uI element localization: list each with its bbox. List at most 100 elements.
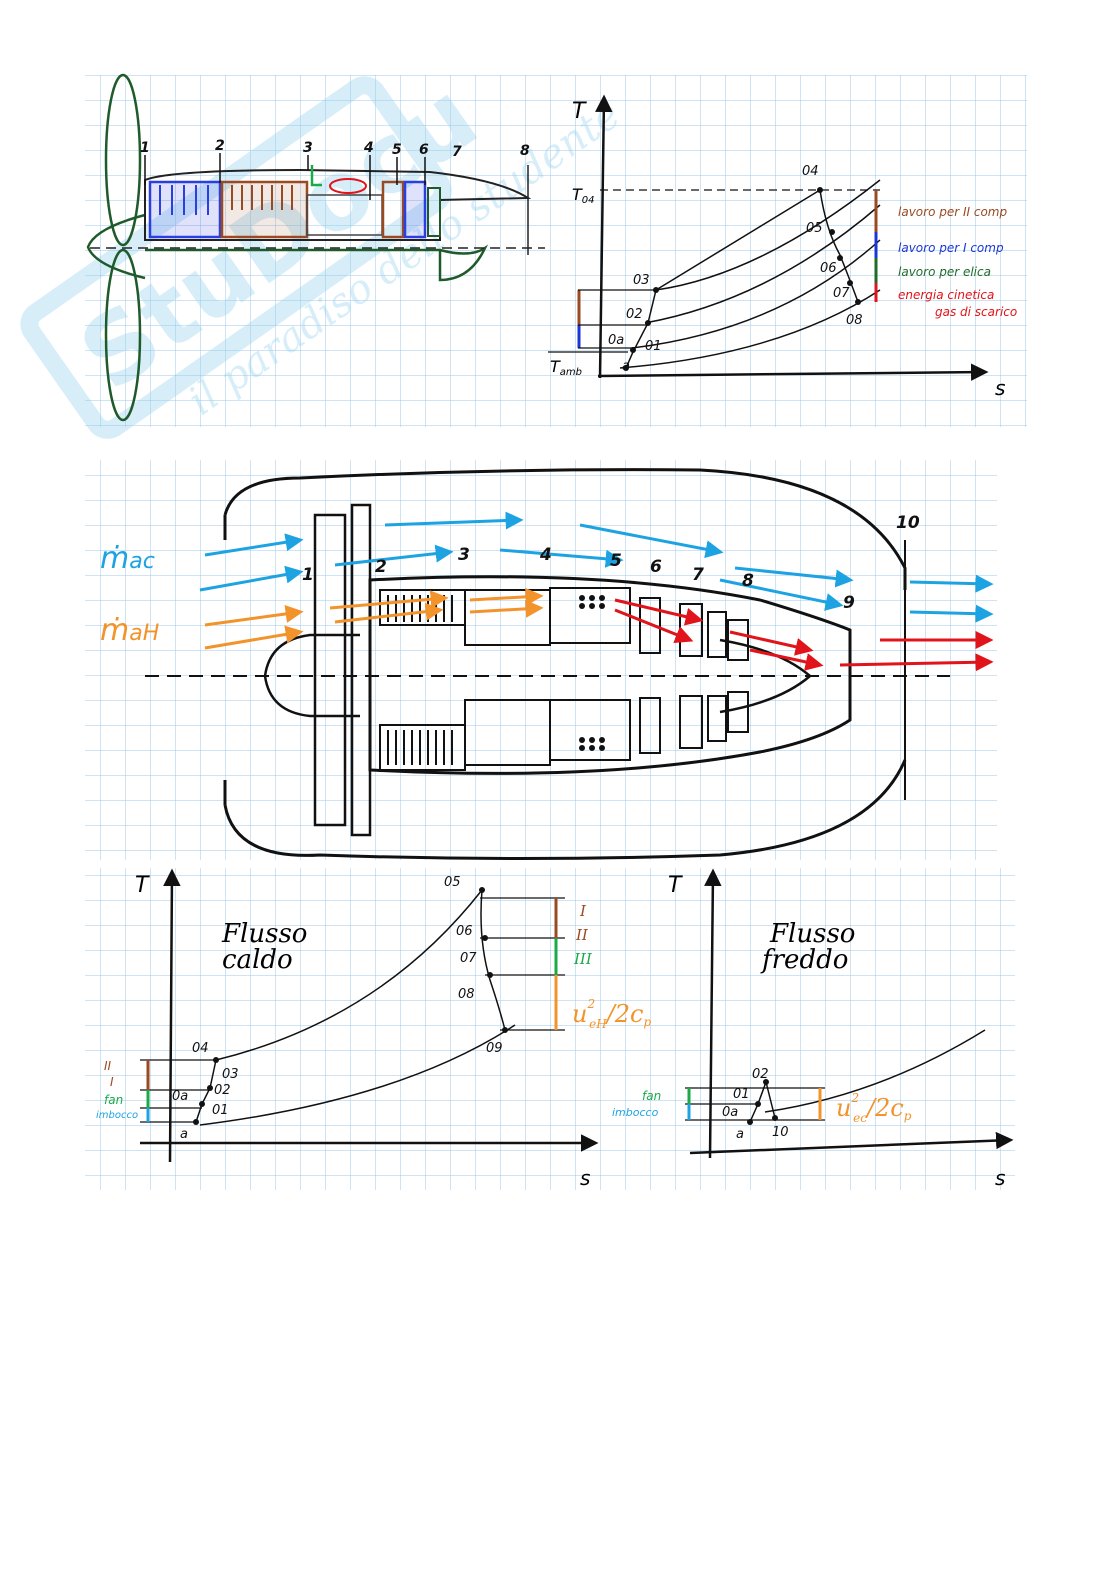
hot-pt-09: 09	[486, 1041, 503, 1056]
t04-label: T04	[572, 185, 595, 206]
tf-station-7: 7	[692, 565, 704, 585]
tf-turbine-3	[707, 611, 727, 658]
hot-compression	[195, 1059, 217, 1123]
ts-hot-y-axis	[163, 868, 181, 1163]
legend-lavoro-II: lavoro per II comp	[898, 205, 1007, 219]
ts-hot-x-label: s	[580, 1166, 590, 1190]
hot-arrow-core-4	[469, 599, 544, 618]
isobar-high	[655, 179, 881, 291]
cold-arrow-bypass-1	[384, 511, 524, 530]
tf-station-1: 1	[302, 565, 314, 585]
turbofan-diagram: ṁac ṁaH 1 2 3 4 5 6 7 8 9 10	[100, 468, 994, 860]
hot-pt-0a: 0a	[172, 1089, 188, 1104]
ts-tp-pt-02: 02	[626, 307, 643, 322]
hot-isobar-low	[199, 1024, 516, 1126]
ts-tp-pt-01: 01	[645, 339, 662, 354]
core-cowl	[368, 575, 852, 775]
cold-arrow-exit-2	[909, 604, 994, 623]
propeller-blade-lower	[104, 248, 142, 422]
cold-arrow-bypass-3	[334, 544, 454, 567]
ts-tp-y-label: T	[572, 99, 587, 124]
cold-left-imbocco: imbocco	[612, 1106, 659, 1119]
hot-arrow-core-2	[334, 602, 444, 624]
turbine-power	[427, 187, 441, 237]
ts-tp-pt-03: 03	[633, 273, 650, 288]
hot-left-II: II	[104, 1059, 112, 1073]
cold-pt-a: a	[736, 1127, 744, 1142]
tf-turbine-8	[727, 691, 749, 733]
tf-station-3: 3	[458, 545, 470, 565]
legend-lavoro-I: lavoro per I comp	[898, 241, 1004, 255]
cold-arrow-bypass-2	[579, 523, 724, 559]
turbine-low	[403, 180, 427, 239]
legend-elica: lavoro per elica	[898, 265, 991, 279]
hot-pt-04: 04	[192, 1041, 209, 1056]
ts-cold-title-2: freddo	[760, 945, 848, 975]
hot-bar-I-label: I	[579, 902, 587, 920]
ts-hot-title-1: Flusso	[221, 919, 307, 949]
tf-station-8: 8	[742, 571, 754, 591]
isobar-amb	[619, 289, 881, 369]
legend-energia: energia cinetica	[898, 288, 994, 302]
cold-arrow-bypass-4	[499, 548, 624, 568]
grid-panel-middle	[85, 460, 997, 860]
legend-gas: gas di scarico	[935, 305, 1017, 319]
fan-cowl-outer	[223, 468, 907, 590]
ts-tp-y-axis	[595, 94, 613, 379]
ts-hot-y-label: T	[135, 873, 150, 898]
fan-blade	[313, 513, 347, 827]
spinner	[86, 213, 146, 280]
isobar-low	[631, 239, 881, 349]
hot-pt-07: 07	[460, 951, 477, 966]
cold-left-fan: fan	[642, 1089, 661, 1103]
tp-station-1: 1	[140, 140, 150, 156]
cold-pt-0a: 0a	[722, 1105, 738, 1120]
cold-arrow-inlet-1	[204, 533, 304, 557]
ts-cold-x-axis	[689, 1131, 1014, 1155]
exhaust-arrow-1	[614, 598, 704, 626]
tf-station-2: 2	[375, 557, 387, 577]
isobar-mid	[644, 204, 881, 324]
tf-station-10: 10	[896, 513, 920, 533]
hot-bar-II-label: II	[575, 926, 589, 944]
turbine-high	[381, 180, 405, 239]
hot-pt-06: 06	[456, 924, 473, 939]
ts-tp-pt-06: 06	[820, 261, 837, 276]
cold-arrow-inlet-2	[199, 565, 304, 592]
compressor-high	[220, 180, 309, 239]
exhaust-arrow-3	[729, 630, 814, 656]
hot-left-I: I	[110, 1075, 114, 1089]
ts-tp-pt-0a: 0a	[608, 333, 624, 348]
tp-station-2: 2	[215, 138, 225, 154]
tamb-label: Tamb	[550, 357, 582, 378]
nacelle-outline	[144, 168, 532, 241]
tf-turbine-5	[639, 697, 661, 754]
tf-station-4: 4	[539, 545, 552, 565]
tp-station-7: 7	[452, 144, 462, 160]
ts-cold-x-label: s	[995, 1166, 1005, 1190]
ts-turboprop: T s T04 Tamb	[548, 94, 1017, 400]
grid-panel-bottom	[85, 868, 1015, 1190]
hot-arrow-inlet-1	[204, 605, 304, 627]
expansion-path	[819, 189, 859, 303]
tf-turbine-7	[707, 695, 727, 742]
ts-tp-pt-08: 08	[846, 313, 863, 328]
combustion-flame	[329, 178, 367, 194]
hot-left-imbocco: imbocco	[96, 1110, 138, 1121]
tf-turbine-4	[727, 619, 749, 661]
cold-arrow-bypass-6	[719, 578, 844, 611]
hot-arrow-inlet-2	[204, 625, 304, 650]
hot-pt-a: a	[180, 1127, 188, 1142]
tf-station-5: 5	[610, 551, 622, 571]
tp-station-5: 5	[392, 142, 402, 158]
exhaust-arrow-6	[839, 653, 994, 672]
turboprop-diagram: 1 2 3 4 5 6 7 8	[86, 73, 545, 422]
cold-pt-10: 10	[772, 1125, 789, 1140]
propeller-blade-upper	[104, 73, 142, 247]
ts-tp-x-label: s	[995, 376, 1005, 400]
tp-station-4: 4	[363, 140, 374, 156]
tp-station-8: 8	[520, 143, 530, 159]
